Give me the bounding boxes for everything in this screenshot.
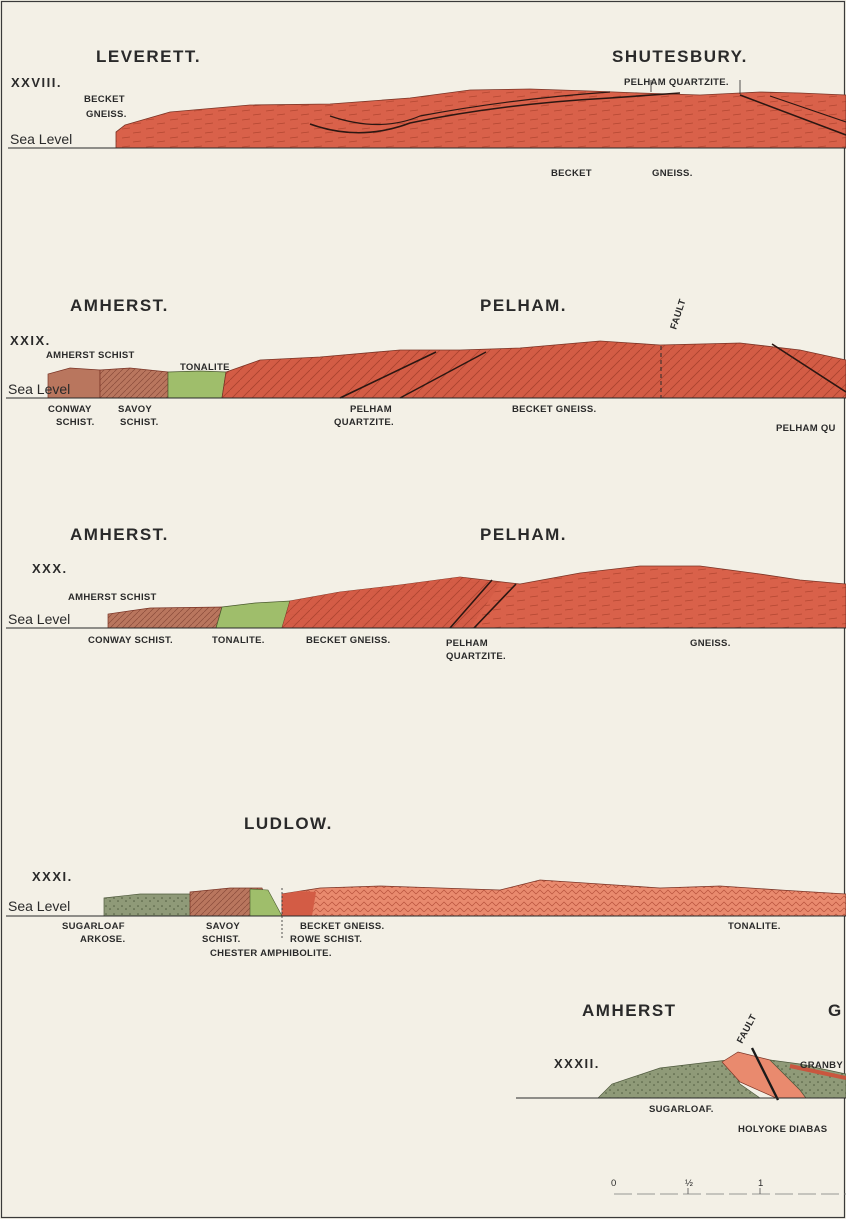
conway-schist-body [108,607,222,628]
label-gneiss: GNEISS. [652,168,693,179]
sea-level-label: Sea Level [10,131,72,147]
section-xxxi: LUDLOW. XXXI. Sea Level SUGARLOAF ARKOSE… [6,814,846,959]
scale-bar: 0 ½ 1 [611,1178,846,1194]
section-xxxii: AMHERST G XXXII. FAULT GRANBY SUGARLOAF.… [516,1001,846,1135]
label-sugarloaf: SUGARLOAF [62,921,125,932]
sea-level-label: Sea Level [8,381,70,397]
label-pelham: PELHAM [446,638,488,649]
section-title-shutesbury: SHUTESBURY. [612,47,748,66]
scale-label-half: ½ [685,1178,693,1189]
label-sugarloaf: SUGARLOAF. [649,1104,714,1115]
label-savoy: SAVOY [206,921,240,932]
section-number: XXXII. [554,1056,600,1071]
section-xxx: AMHERST. PELHAM. XXX. Sea Level AMHERST … [6,525,846,662]
label-schist: SCHIST. [202,934,241,945]
label-pelham: PELHAM [350,404,392,415]
label-gneiss: GNEISS. [86,109,127,120]
sea-level-label: Sea Level [8,611,70,627]
section-number: XXX. [32,561,68,576]
sugarloaf-arkose-body [104,894,198,916]
scale-label-0: 0 [611,1178,617,1189]
savoy-schist-body [100,368,168,398]
label-conway: CONWAY [48,404,92,415]
section-title-ludlow: LUDLOW. [244,814,333,833]
label-savoy: SAVOY [118,404,152,415]
label-quartzite: QUARTZITE. [446,651,506,662]
label-granby: GRANBY [800,1060,843,1071]
section-title-leverett: LEVERETT. [96,47,201,66]
sea-level-label: Sea Level [8,898,70,914]
fault-label: FAULT [668,298,688,331]
label-pelham-quartzite: PELHAM QUARTZITE. [624,77,729,88]
label-pelham-quartzite: PELHAM QU [776,423,836,434]
label-becket-gneiss: BECKET GNEISS. [306,635,390,646]
label-holyoke-diabase: HOLYOKE DIABAS [738,1124,827,1135]
label-amherst-schist: AMHERST SCHIST [68,592,157,603]
label-arkose: ARKOSE. [80,934,125,945]
tonalite-body [282,880,846,916]
label-tonalite: TONALITE. [728,921,781,932]
label-becket-gneiss: BECKET GNEISS. [512,404,596,415]
label-schist: SCHIST. [56,417,95,428]
section-number: XXIX. [10,333,51,348]
section-number: XXXI. [32,869,73,884]
becket-gneiss-body [116,89,846,148]
label-quartzite: QUARTZITE. [334,417,394,428]
fault-label: FAULT [735,1013,759,1046]
label-rowe-schist: ROWE SCHIST. [290,934,362,945]
label-schist: SCHIST. [120,417,159,428]
chester-amphibolite-body [250,889,282,916]
becket-gneiss-slash-overlay [282,577,500,628]
scale-label-1: 1 [758,1178,764,1189]
section-title-pelham: PELHAM. [480,296,567,315]
section-title-granby: G [828,1001,843,1020]
section-title-pelham: PELHAM. [480,525,567,544]
label-tonalite: TONALITE. [212,635,265,646]
section-number: XXVIII. [11,75,62,90]
label-tonalite: TONALITE [180,362,230,373]
label-amherst-schist: AMHERST SCHIST [46,350,135,361]
tonalite-body [168,371,226,398]
label-becket: BECKET [551,168,592,179]
section-xxviii: LEVERETT. SHUTESBURY. XXVIII. Sea Level … [8,47,846,179]
label-becket-gneiss: BECKET GNEISS. [300,921,384,932]
becket-gneiss-body [282,891,316,916]
label-chester-amphibolite: CHESTER AMPHIBOLITE. [210,948,332,959]
label-becket: BECKET [84,94,125,105]
becket-gneiss-body [222,341,846,398]
tonalite-body [216,601,290,628]
label-conway-schist: CONWAY SCHIST. [88,635,173,646]
label-gneiss: GNEISS. [690,638,731,649]
section-xxix: AMHERST. PELHAM. XXIX. FAULT Sea Level A… [6,296,846,434]
section-title-amherst: AMHERST. [70,296,169,315]
section-title-amherst: AMHERST [582,1001,677,1020]
section-title-amherst: AMHERST. [70,525,169,544]
